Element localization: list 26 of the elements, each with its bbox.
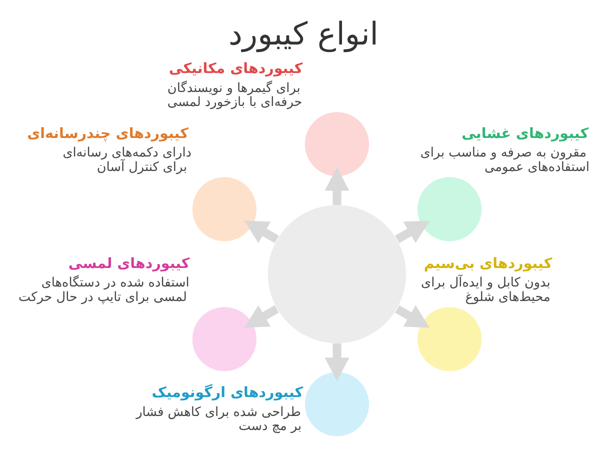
node-circle xyxy=(304,372,369,436)
node-circle xyxy=(192,177,256,242)
node-label: کیبوردهای لمسی xyxy=(68,256,190,272)
arrow xyxy=(394,305,430,328)
node-circle xyxy=(192,307,256,372)
node-label: برای گیمرها و نویسندگان حرفه‌ای با بازخورد لمسی xyxy=(166,80,302,110)
node-circle xyxy=(417,177,482,242)
arrow xyxy=(324,167,349,205)
node-label: مقرون به صرفه و مناسب برای استفاده‌های عمومی xyxy=(420,146,589,175)
node-circle xyxy=(267,205,406,344)
node-label: کیبوردهای غشایی xyxy=(461,126,588,142)
diagram-title: انواع کیبورد xyxy=(228,16,378,53)
node-circle xyxy=(304,112,369,176)
arrow xyxy=(394,220,430,244)
node-label: کیبوردهای ارگونومیک xyxy=(151,385,303,402)
arrow xyxy=(244,220,278,244)
node-label: کیبوردهای چندرسانه‌ای xyxy=(26,126,188,142)
node-label: طراحی شده برای کاهش فشار بر مچ دست xyxy=(136,404,302,434)
node-label: استفاده شده در دستگاه‌های لمسی برای تایپ در حال حرکت xyxy=(18,276,189,305)
node-label: کیبوردهای بی‌سیم xyxy=(423,256,552,272)
arrow xyxy=(324,343,349,382)
node-label: بدون کابل و ایده‌آل برای محیط‌های شلوغ xyxy=(420,276,550,305)
node-label: کیبوردهای مکانیکی xyxy=(168,60,302,77)
node-circle xyxy=(417,307,482,372)
node-label: دارای دکمه‌های رسانه‌ای برای کنترل آسان xyxy=(62,146,192,175)
arrow xyxy=(244,305,278,328)
